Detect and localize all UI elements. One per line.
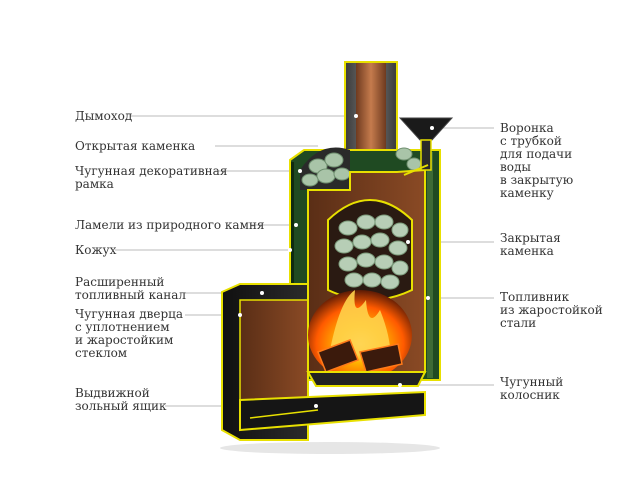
label-funnel: Воронка с трубкой для подачи воды в закр… — [500, 121, 574, 200]
label-open-heater: Открытая каменка — [75, 139, 196, 153]
label-stone-lamellas: Ламели из природного камня — [75, 218, 265, 232]
base-shadow — [220, 442, 440, 454]
label-casing: Кожух — [75, 243, 117, 257]
label-chimney: Дымоход — [75, 109, 133, 123]
closed-heater-part — [327, 199, 413, 301]
fire — [308, 290, 412, 380]
funnel-part — [398, 117, 454, 176]
label-cast-iron-frame: Чугунная декоративная рамка — [75, 164, 228, 191]
label-grate: Чугунный колосник — [500, 375, 564, 402]
open-heater-stones — [300, 147, 422, 190]
label-closed-heater: Закрытая каменка — [500, 231, 561, 258]
label-firebox: Топливник из жаростойкой стали — [500, 290, 603, 330]
label-fuel-channel: Расширенный топливный канал — [75, 275, 187, 302]
label-ash-drawer: Выдвижной зольный ящик — [75, 386, 167, 413]
ash-drawer-part — [239, 390, 426, 432]
label-cast-iron-door: Чугунная дверца с уплотнением и жаростой… — [75, 307, 184, 360]
grate-part — [306, 371, 427, 387]
leader-dots — [238, 114, 434, 408]
